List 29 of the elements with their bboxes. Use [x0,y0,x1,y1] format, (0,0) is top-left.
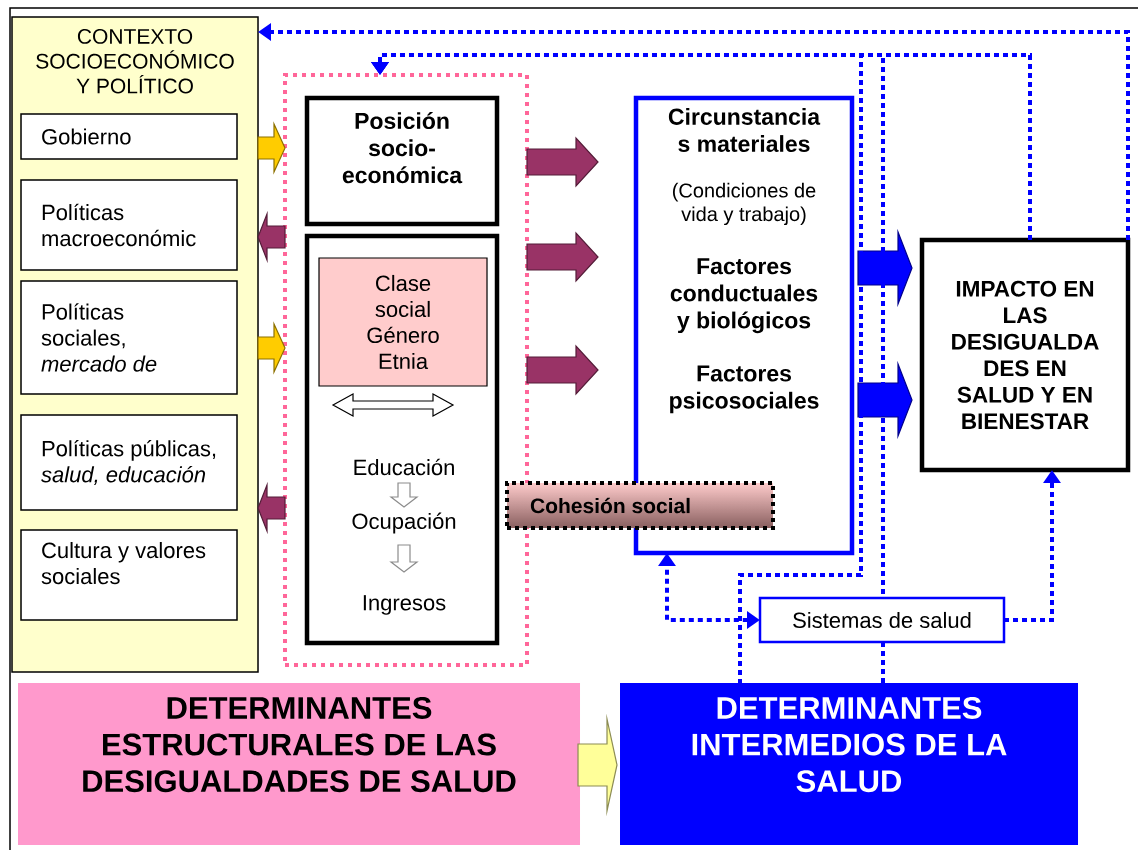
stage-label: Ingresos [363,595,446,615]
hollow-arrow [389,544,419,573]
dotted-line [881,642,885,683]
block-arrow [257,481,286,535]
impact-box: IMPACTO EN LAS DESIGUALDA DES EN SALUD Y EN BIENESTAR [919,237,1131,473]
block-arrow [526,231,599,283]
health-system-box: Sistemas de salud [758,596,1006,644]
block-arrow [526,344,599,396]
block-arrow [257,321,286,375]
policy-box: Cultura y valores sociales [20,529,238,621]
policy-box: Gobierno [20,113,238,160]
stage-label: Ocupación [352,512,456,534]
hollow-arrow [389,482,419,508]
block-arrow [257,121,286,175]
policy-box: Políticas públicas, salud, educación [20,414,238,511]
policy-box: Políticas macroeconómic [20,179,238,271]
cohesion-box: Cohesión social [505,481,775,530]
block-arrow [526,136,599,188]
intermediate-banner: DETERMINANTES INTERMEDIOS DE LA SALUD [620,683,1078,845]
block-arrow [257,210,286,264]
block-arrow [857,228,913,308]
position-box: Posición socio-económica [304,95,500,227]
dotted-frame [283,73,529,667]
class-box: Clase social Género Etnia [318,257,488,387]
stage-label: Educación [354,458,454,476]
structural-banner: DETERMINANTES ESTRUCTURALES DE LAS DESIGUALDADES DE SALUD [18,683,580,845]
policy-box: Políticas sociales, mercado de [20,280,238,395]
block-arrow [857,360,913,440]
block-arrow [577,713,618,817]
